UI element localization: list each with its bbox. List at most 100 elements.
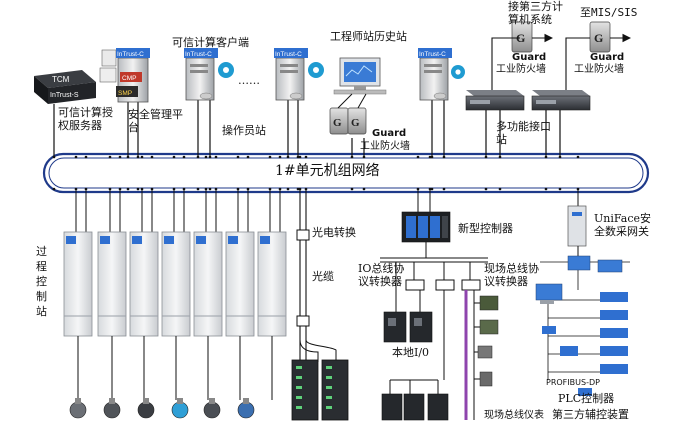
smp-tag: SMP — [118, 90, 132, 97]
instrument-head — [109, 398, 115, 404]
ring-tap — [52, 155, 56, 159]
ring-tap — [182, 187, 186, 191]
ring-tap — [278, 155, 282, 159]
ring-tap — [108, 155, 112, 159]
fiber-label: 光缆 — [312, 270, 334, 283]
auth-server: InTrust-C CMP SMP — [99, 48, 150, 103]
intrust-tag: InTrust-C — [419, 51, 446, 58]
new-controller-label: 新型控制器 — [458, 222, 513, 235]
ring-tap — [268, 155, 272, 159]
uniface-gateway — [567, 190, 587, 262]
ring-tap — [84, 187, 88, 191]
ring-tap — [304, 187, 308, 191]
ring-tap — [150, 187, 154, 191]
client-server-1: InTrust-C — [184, 48, 234, 101]
ring-tap — [52, 187, 56, 191]
ring-tap — [484, 155, 488, 159]
remote-io-racks — [291, 359, 349, 421]
intrust-tag: InTrust-C — [275, 51, 302, 58]
ring-tap — [196, 187, 200, 191]
ring-tap — [498, 187, 502, 191]
ring-tap — [214, 187, 218, 191]
field-instrument-icon — [171, 401, 189, 419]
ring-tap — [298, 155, 302, 159]
ring-taps — [52, 155, 580, 191]
ring-tap — [214, 155, 218, 159]
guard-label-engineer: Guard — [372, 128, 407, 139]
fieldbus-converter-label: 现场总线协议转换器 — [484, 262, 539, 288]
client-server-3: InTrust-C — [418, 48, 465, 101]
ring-tap — [246, 155, 250, 159]
cabinet-row — [63, 231, 287, 400]
ring-tap — [298, 187, 302, 191]
fieldbus-instruments — [464, 290, 499, 420]
ring-tap — [484, 187, 488, 191]
ring-tap — [416, 155, 420, 159]
ring-tap — [286, 187, 290, 191]
multi-interface-station-2 — [531, 90, 591, 111]
ring-tap — [296, 187, 300, 191]
tcm-subtitle: InTrust-S — [50, 92, 79, 99]
engineer-station — [333, 57, 387, 95]
svg-text:G: G — [516, 31, 525, 45]
instrument-head — [177, 398, 183, 404]
client-server-2: InTrust-C — [274, 48, 324, 101]
ring-tap — [204, 155, 208, 159]
ring-tap — [208, 187, 212, 191]
ellipsis-label: …… — [238, 74, 260, 87]
ring-tap — [362, 187, 366, 191]
control-cabinet — [97, 231, 127, 337]
new-controller — [401, 190, 451, 243]
ring-tap — [268, 187, 272, 191]
ring-tap — [84, 155, 88, 159]
process-control-label: 过程控制站 — [36, 245, 47, 318]
firewall-label-mis: 工业防火墙 — [574, 64, 624, 75]
ring-tap — [172, 155, 176, 159]
ring-tap — [118, 187, 122, 191]
ring-tap — [208, 155, 212, 159]
ring-tap — [498, 155, 502, 159]
uniface-label: UniFace安全数采网关 — [594, 212, 651, 238]
operator-stations-label: 操作员站 — [222, 124, 266, 137]
mis-sis-label: 至MIS/SIS — [580, 6, 638, 19]
field-instrument-icon — [103, 401, 121, 419]
ring-tap — [150, 155, 154, 159]
multi-interface-station-1 — [465, 90, 525, 111]
tcm-title: TCM — [52, 75, 70, 84]
instrument-head — [209, 398, 215, 404]
field-instrument-icon — [203, 401, 221, 419]
profibus-label: PROFIBUS-DP — [546, 378, 600, 387]
svg-text:G: G — [333, 117, 342, 129]
ring-tap — [442, 187, 446, 191]
control-cabinet — [193, 231, 223, 337]
ring-tap — [428, 155, 432, 159]
control-cabinet — [161, 231, 191, 337]
process-control-cabinets — [75, 190, 281, 232]
field-instruments-row — [69, 398, 255, 419]
local-io-modules — [381, 311, 449, 421]
control-cabinet — [225, 231, 255, 337]
instrument-head — [75, 398, 81, 404]
ring-tap — [236, 187, 240, 191]
top-drop-lines — [53, 100, 561, 157]
ring-tap — [362, 155, 366, 159]
local-io-label: 本地I/0 — [392, 346, 430, 359]
plc-aux-network — [540, 261, 630, 380]
ring-tap — [204, 187, 208, 191]
plc-label: PLC控制器 — [558, 392, 615, 405]
plc-aux-devices — [535, 255, 628, 396]
ring-tap — [236, 155, 240, 159]
svg-text:G: G — [594, 31, 603, 45]
svg-text:G: G — [351, 117, 360, 129]
ring-tap — [558, 187, 562, 191]
tcm-hardware-box: TCM InTrust-S — [34, 70, 96, 104]
ring-tap — [544, 155, 548, 159]
ring-tap — [172, 187, 176, 191]
intrust-tag: InTrust-C — [117, 51, 144, 58]
ring-tap — [558, 155, 562, 159]
intrust-tag: InTrust-C — [185, 51, 212, 58]
ring-tap — [350, 187, 354, 191]
guard-label-third-party: Guard — [512, 52, 547, 63]
ring-tap — [278, 187, 282, 191]
